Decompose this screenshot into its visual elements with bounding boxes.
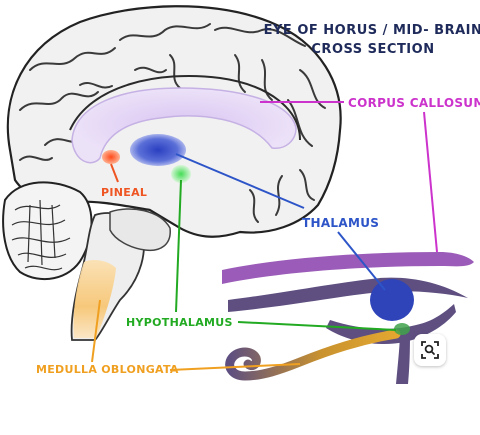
- hypothalamus-leader: [175, 179, 182, 313]
- tear-line: [396, 330, 410, 384]
- cerebrum: [6, 5, 342, 238]
- label-pineal: PINEAL: [101, 186, 147, 199]
- medulla-highlight: [73, 260, 116, 338]
- cerebellum: [2, 181, 93, 281]
- corpus-callosum: [71, 87, 297, 164]
- medulla-eye-leader: [169, 363, 301, 371]
- brain-illustration: [2, 5, 342, 341]
- medulla-leader: [91, 299, 101, 363]
- eyebrow: [222, 252, 474, 284]
- hypothalamus: [171, 165, 191, 183]
- label-corpus-callosum: CORPUS CALLOSUM: [348, 96, 480, 110]
- corpus-callosum-eye-leader: [423, 111, 438, 253]
- title-line-2: CROSS SECTION: [311, 42, 434, 57]
- lens-search-icon: [421, 341, 439, 359]
- leader-lines: [91, 101, 438, 371]
- upper-lid: [228, 277, 468, 312]
- eye-pupil: [370, 279, 414, 321]
- hypothalamus-eye-leader: [237, 321, 397, 331]
- cerebellum-folia: [11, 199, 71, 271]
- title-line-1: EYE OF HORUS / MID- BRAIN: [264, 23, 480, 38]
- thalamus-leader: [175, 153, 305, 209]
- gyri-lines: [19, 23, 326, 223]
- thalamus: [130, 134, 186, 166]
- pineal-gland: [102, 150, 120, 164]
- label-hypothalamus: HYPOTHALAMUS: [126, 316, 233, 329]
- thalamus-eye-leader: [337, 231, 386, 291]
- pineal-leader: [110, 163, 119, 183]
- visual-search-button[interactable]: [414, 334, 446, 366]
- label-medulla-oblongata: MEDULLA OBLONGATA: [36, 363, 179, 376]
- title-block: EYE OF HORUS / MID- BRAIN CROSS SECTION: [264, 23, 480, 57]
- label-thalamus: THALAMUS: [302, 216, 379, 230]
- spiral-tail: [225, 329, 401, 381]
